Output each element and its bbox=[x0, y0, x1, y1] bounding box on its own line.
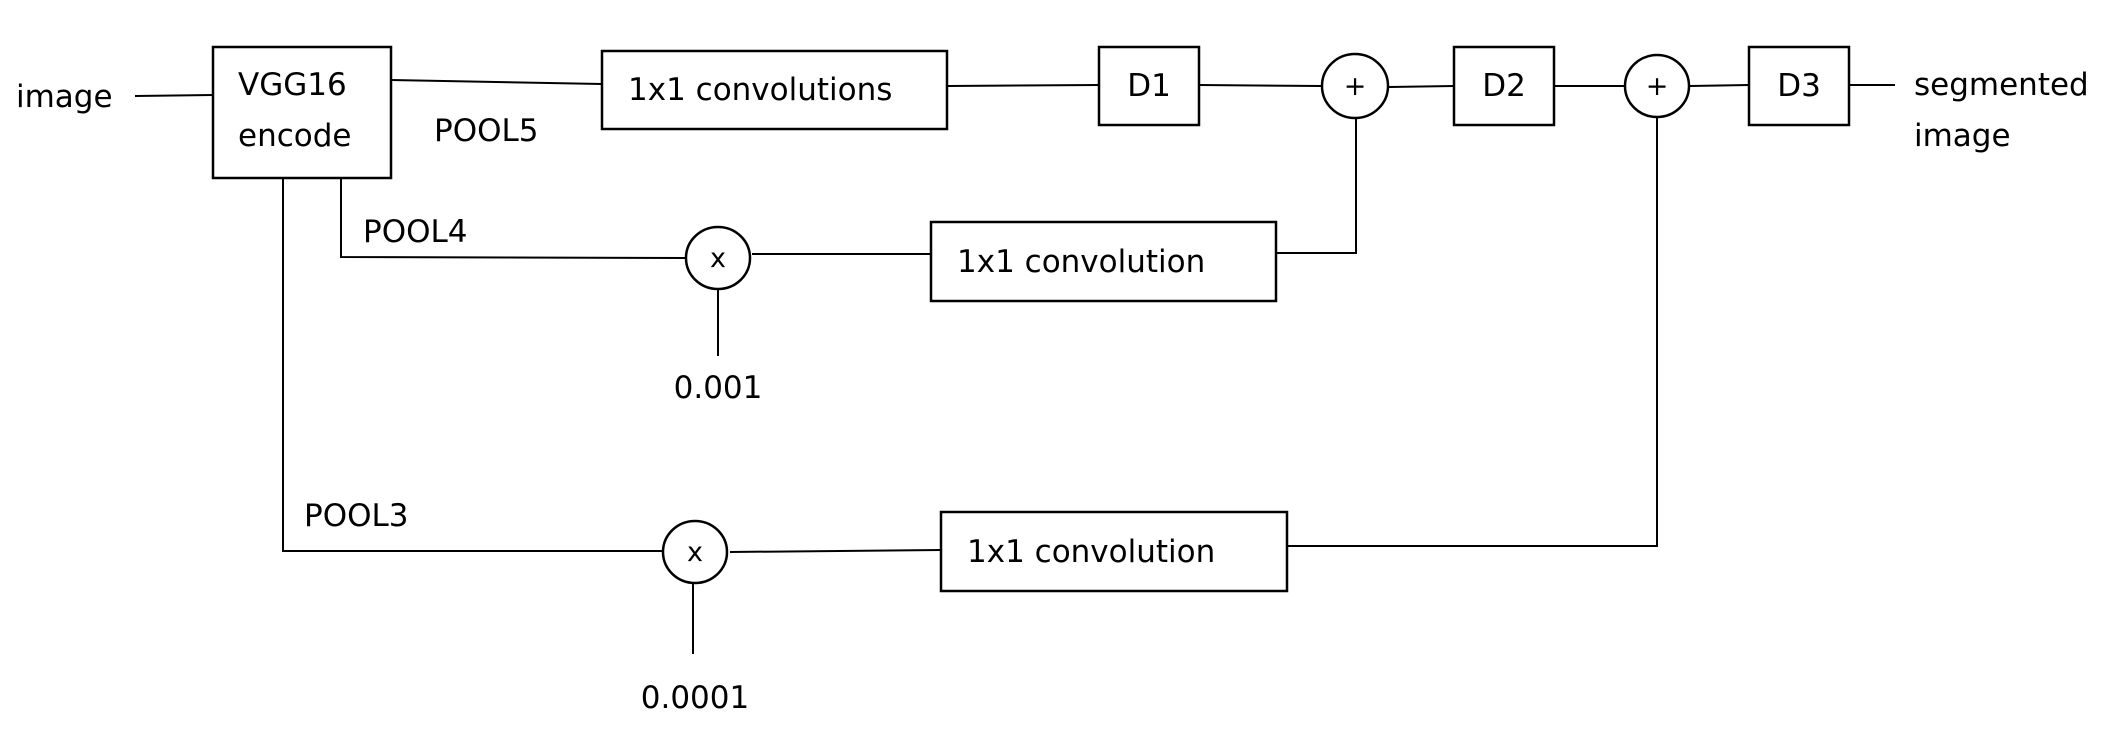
d2-block: D2 bbox=[1452, 45, 1556, 127]
connector-pool3-path bbox=[282, 177, 664, 552]
conv-pool4-block: 1x1 convolution bbox=[929, 220, 1278, 303]
connector-add2-to-d3 bbox=[1689, 84, 1750, 87]
conv-pool4-label: 1x1 convolution bbox=[957, 244, 1205, 280]
d1-block: D1 bbox=[1097, 45, 1201, 127]
connector-conv-main-to-d1 bbox=[947, 84, 1100, 87]
pool4-label: POOL4 bbox=[363, 214, 468, 250]
pool5-label: POOL5 bbox=[434, 113, 539, 149]
output-label-line2: image bbox=[1914, 118, 2011, 154]
add1-operator: + bbox=[1320, 52, 1390, 120]
conv-main-label: 1x1 convolutions bbox=[628, 72, 892, 108]
pool3-scale-value: 0.0001 bbox=[641, 680, 749, 716]
d1-label: D1 bbox=[1127, 68, 1171, 104]
d3-label: D3 bbox=[1777, 68, 1821, 104]
encoder-label-line2: encode bbox=[238, 118, 351, 154]
vgg16-encoder-block: VGG16 encode bbox=[211, 45, 393, 180]
add2-operator: + bbox=[1623, 53, 1691, 119]
connector-encoder-to-conv-main bbox=[390, 79, 603, 85]
input-label: image bbox=[16, 79, 113, 115]
conv-pool3-block: 1x1 convolution bbox=[939, 510, 1289, 593]
output-label-line1: segmented bbox=[1914, 67, 2089, 103]
connector-conv-pool3-to-add2 bbox=[1287, 118, 1658, 547]
connector-add1-to-d2 bbox=[1388, 85, 1455, 88]
mul3-symbol: x bbox=[687, 537, 703, 568]
pool4-scale-value: 0.001 bbox=[674, 370, 763, 406]
connector-mul3-to-conv-pool3 bbox=[729, 549, 942, 553]
mul4-operator: x bbox=[684, 225, 752, 291]
pool3-label: POOL3 bbox=[304, 498, 409, 534]
d2-label: D2 bbox=[1482, 68, 1526, 104]
mul3-operator: x bbox=[661, 519, 729, 585]
mul4-symbol: x bbox=[710, 243, 726, 274]
add1-symbol: + bbox=[1344, 71, 1367, 102]
connectors bbox=[134, 79, 1895, 654]
d3-block: D3 bbox=[1747, 45, 1851, 127]
connector-conv-pool4-to-add1 bbox=[1276, 118, 1357, 254]
connector-input-to-encoder bbox=[134, 94, 214, 97]
encoder-label-line1: VGG16 bbox=[238, 67, 347, 103]
add2-symbol: + bbox=[1646, 71, 1669, 102]
connector-d1-to-add1 bbox=[1198, 84, 1322, 87]
connector-pool4-path bbox=[340, 177, 687, 259]
conv-pool3-label: 1x1 convolution bbox=[967, 534, 1215, 570]
conv-main-block: 1x1 convolutions bbox=[600, 49, 949, 131]
